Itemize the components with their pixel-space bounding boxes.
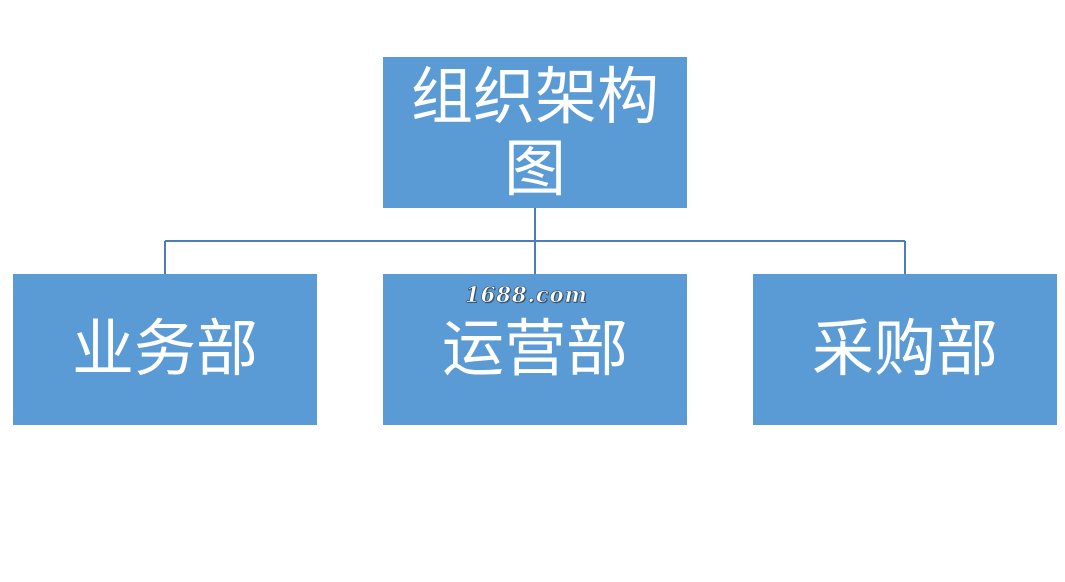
org-chart-root-node: 组织架构图 — [383, 57, 687, 208]
org-chart-node-business: 业务部 — [13, 274, 317, 425]
node-label-operations: 运营部 — [441, 312, 628, 386]
org-chart-node-purchasing: 采购部 — [753, 274, 1057, 425]
watermark: 1688.com — [465, 282, 588, 308]
org-chart-node-operations: 运营部 — [383, 274, 687, 425]
node-label-business: 业务部 — [71, 312, 258, 386]
node-label-purchasing: 采购部 — [811, 312, 998, 386]
root-node-label: 组织架构图 — [410, 60, 659, 205]
